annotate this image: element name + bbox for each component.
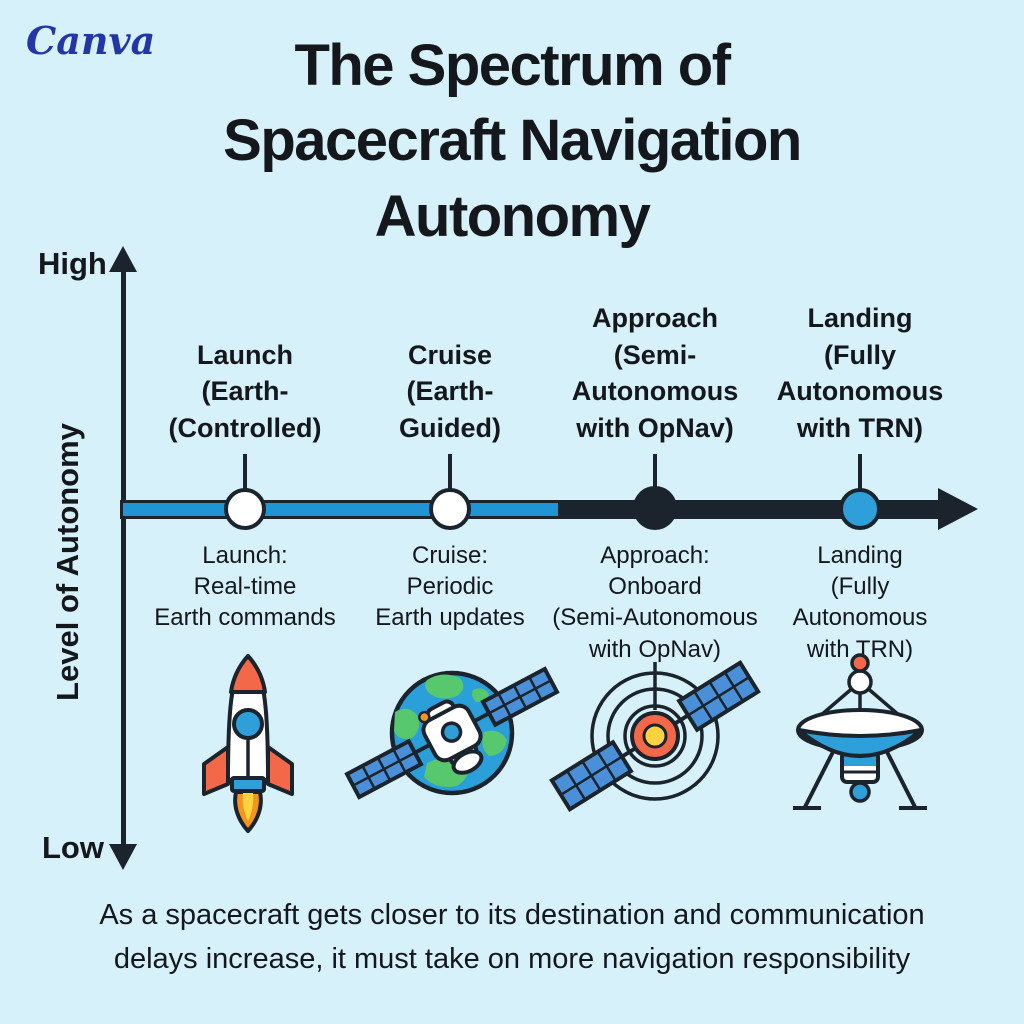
axis-high-label: High xyxy=(38,246,107,281)
timeline-dot-launch xyxy=(224,488,266,530)
stage-desc-launch: Launch: Real-time Earth commands xyxy=(154,542,336,632)
timeline-dot-cruise xyxy=(429,488,471,530)
stage-desc-landing: Landing (Fully Autonomous with TRN) xyxy=(792,542,928,663)
autonomy-axis-line xyxy=(121,266,126,848)
tick-landing xyxy=(858,454,862,490)
stage-label-approach: Approach (Semi- Autonomous with OpNav) xyxy=(571,303,739,443)
footer-caption: As a spacecraft gets closer to its desti… xyxy=(99,899,925,975)
stage-desc-cruise: Cruise: Periodic Earth updates xyxy=(375,542,525,632)
tick-approach xyxy=(653,454,657,490)
timeline-blue-segment xyxy=(123,503,558,516)
canva-logo: Canva xyxy=(26,18,156,63)
tick-launch xyxy=(243,454,247,490)
tick-cruise xyxy=(448,454,452,490)
stage-label-cruise: Cruise (Earth- Guided) xyxy=(399,339,501,443)
earth-orbit-satellite-icon xyxy=(344,658,560,808)
stage-desc-approach: Approach: Onboard (Semi-Autonomous with … xyxy=(552,542,758,663)
signal-satellite-icon xyxy=(549,656,761,812)
dish-antenna-icon xyxy=(785,652,935,817)
timeline-dot-landing xyxy=(839,488,881,530)
timeline-arrowhead-icon xyxy=(938,488,978,530)
axis-arrow-down-icon xyxy=(109,844,137,870)
axis-arrow-up-icon xyxy=(109,246,137,272)
rocket-icon xyxy=(188,652,308,834)
axis-title: Level of Autonomy xyxy=(50,423,85,701)
timeline-dot-approach xyxy=(633,486,677,530)
stage-label-launch: Launch (Earth- (Controlled) xyxy=(168,339,322,443)
stage-label-landing: Landing (Fully Autonomous with TRN) xyxy=(776,303,944,443)
axis-low-label: Low xyxy=(42,830,104,865)
page-title: The Spectrum of Spacecraft Navigation Au… xyxy=(223,33,802,249)
